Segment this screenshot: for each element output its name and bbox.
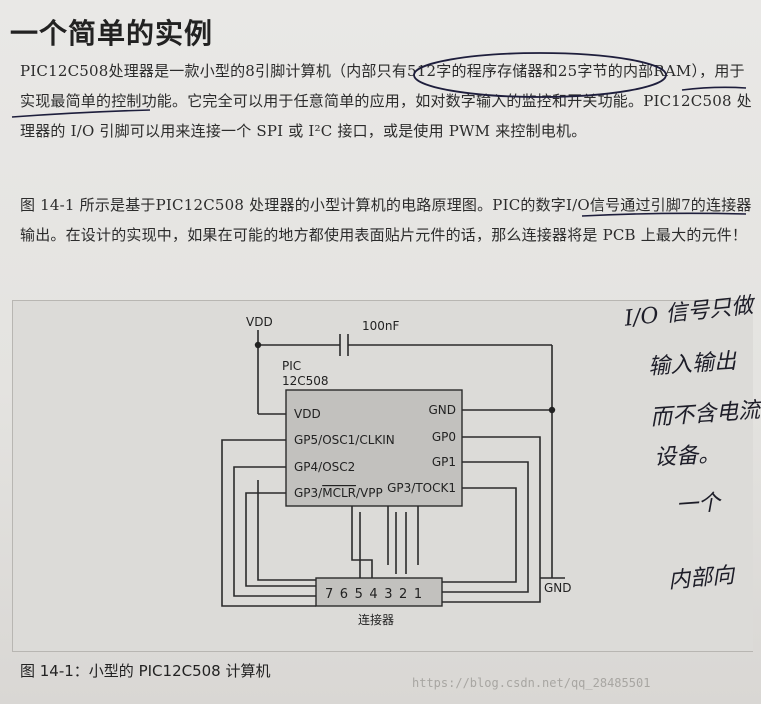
pin-gp2: GP3/TOCK1 <box>387 481 456 495</box>
pin-gp5: GP5/OSC1/CLKIN <box>294 433 395 447</box>
ground-label: GND <box>544 581 572 595</box>
pen-annotations <box>11 52 747 217</box>
pen-underline <box>581 212 747 217</box>
pin-gp4: GP4/OSC2 <box>294 460 355 474</box>
figure-caption: 图 14-1：小型的 PIC12C508 计算机 <box>20 662 271 680</box>
section-heading: 一个简单的实例 <box>10 17 214 50</box>
pen-underline <box>681 86 747 91</box>
junction-dot <box>548 406 556 414</box>
chip-name-line1: PIC <box>282 359 301 373</box>
capacitor-label: 100nF <box>362 319 400 333</box>
handwriting-line: 内部向 <box>667 563 736 594</box>
handwriting-line: 设备。 <box>653 442 721 471</box>
watermark: https://blog.csdn.net/qq_28485501 <box>412 676 651 690</box>
paragraph-figure-ref: 图 14-1 所示是基于PIC12C508 处理器的小型计算机的电路原理图。PI… <box>20 196 752 244</box>
pin-gp3: GP3/MCLR/VPP <box>294 486 383 500</box>
pin-gp1: GP1 <box>432 455 456 469</box>
connector-body <box>315 577 443 607</box>
handwriting-line: 一个 <box>675 490 722 519</box>
pen-underline <box>11 109 151 118</box>
connector-pin-numbers: 7 6 5 4 3 2 1 <box>325 587 423 602</box>
pin-gp0: GP0 <box>432 430 456 444</box>
pin-vdd: VDD <box>294 407 321 421</box>
chip-body <box>285 389 463 507</box>
connector-label: 连接器 <box>358 612 394 627</box>
vdd-label: VDD <box>246 315 273 329</box>
junction-dot <box>254 341 262 349</box>
chip-name-line2: 12C508 <box>282 374 329 388</box>
pen-circle <box>413 52 667 98</box>
pin-gnd: GND <box>428 403 456 417</box>
handwriting-line: 输入输出 <box>647 348 737 381</box>
